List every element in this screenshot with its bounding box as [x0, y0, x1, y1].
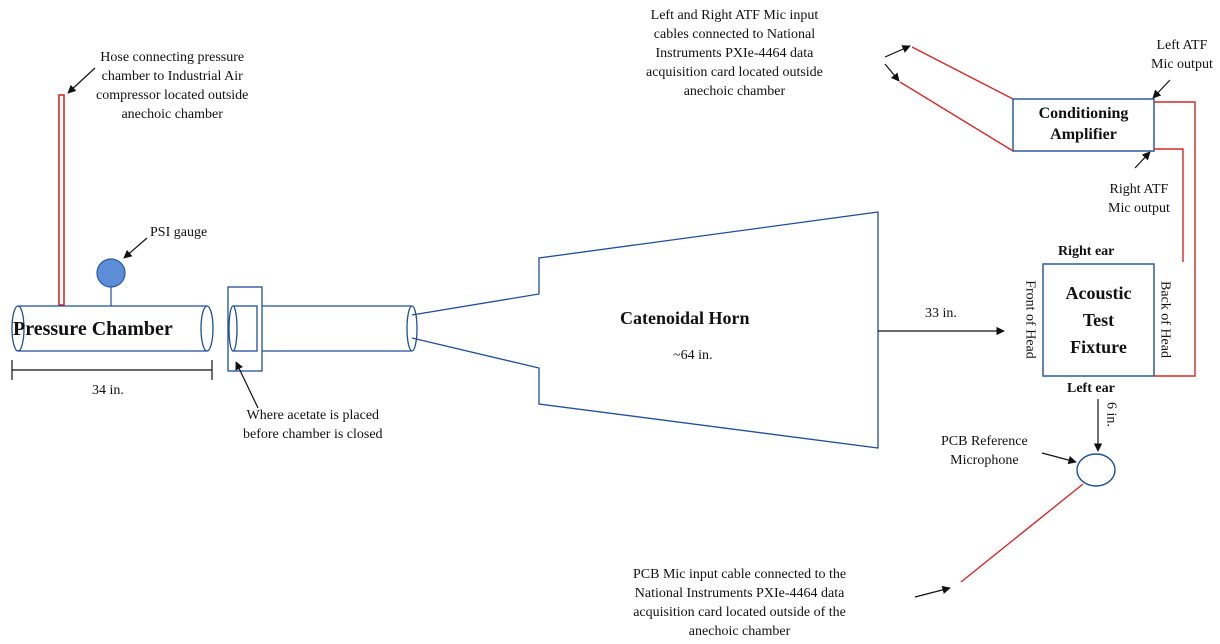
left-ear-label: Left ear [1067, 381, 1115, 396]
connecting-tube [262, 305, 418, 352]
hose-arrow [67, 67, 96, 94]
horn-label: Catenoidal Horn [620, 308, 750, 328]
pcb-cable-label: PCB Mic input cable connected to the Nat… [633, 567, 847, 639]
pressure-chamber [11, 305, 214, 352]
atf-cable-arrow-1 [884, 45, 911, 58]
catenoidal-horn [411, 211, 879, 449]
pcb-label-arrow [1041, 452, 1077, 465]
chamber-dimension [11, 360, 213, 380]
acetate-label: Where acetate is placed before chamber i… [243, 408, 383, 442]
left-output-arrow [1152, 79, 1171, 99]
psi-gauge [96, 258, 126, 306]
distance-33-label: 33 in. [925, 306, 957, 321]
pressure-chamber-label: Pressure Chamber [13, 318, 173, 340]
acetate-clamp [227, 286, 263, 372]
atf-cables-label: Left and Right ATF Mic input cables conn… [646, 8, 823, 99]
conditioning-amplifier-box [1012, 98, 1155, 152]
psi-gauge-label: PSI gauge [150, 225, 208, 240]
conditioning-amplifier-label: Conditioning Amplifier [1038, 105, 1129, 143]
front-of-head-label: Front of Head [1022, 280, 1038, 359]
acoustic-test-fixture-label: Acoustic Test Fixture [1065, 283, 1132, 357]
pcb-cable [960, 483, 1084, 583]
atf-cable-arrow-2 [884, 63, 900, 82]
horn-length-label: ~64 in. [673, 348, 713, 363]
acetate-arrow [235, 361, 259, 409]
hose-label: Hose connecting pressure chamber to Indu… [96, 50, 249, 122]
atf-cables [899, 46, 1196, 377]
chamber-length-label: 34 in. [92, 383, 124, 398]
pcb-reference-label: PCB Reference Microphone [941, 434, 1028, 468]
back-of-head-label: Back of Head [1157, 281, 1173, 358]
right-atf-output-label: Right ATF Mic output [1108, 182, 1170, 216]
distance-6-label: 6 in. [1103, 402, 1119, 427]
acoustic-test-fixture-box [1042, 263, 1155, 377]
right-ear-label: Right ear [1058, 244, 1115, 259]
psi-arrow [123, 237, 148, 259]
air-hose [58, 94, 65, 306]
left-atf-output-label: Left ATF Mic output [1151, 38, 1213, 72]
pcb-microphone [1076, 453, 1116, 487]
pcb-cable-arrow [914, 585, 951, 598]
right-output-arrow [1134, 151, 1151, 169]
